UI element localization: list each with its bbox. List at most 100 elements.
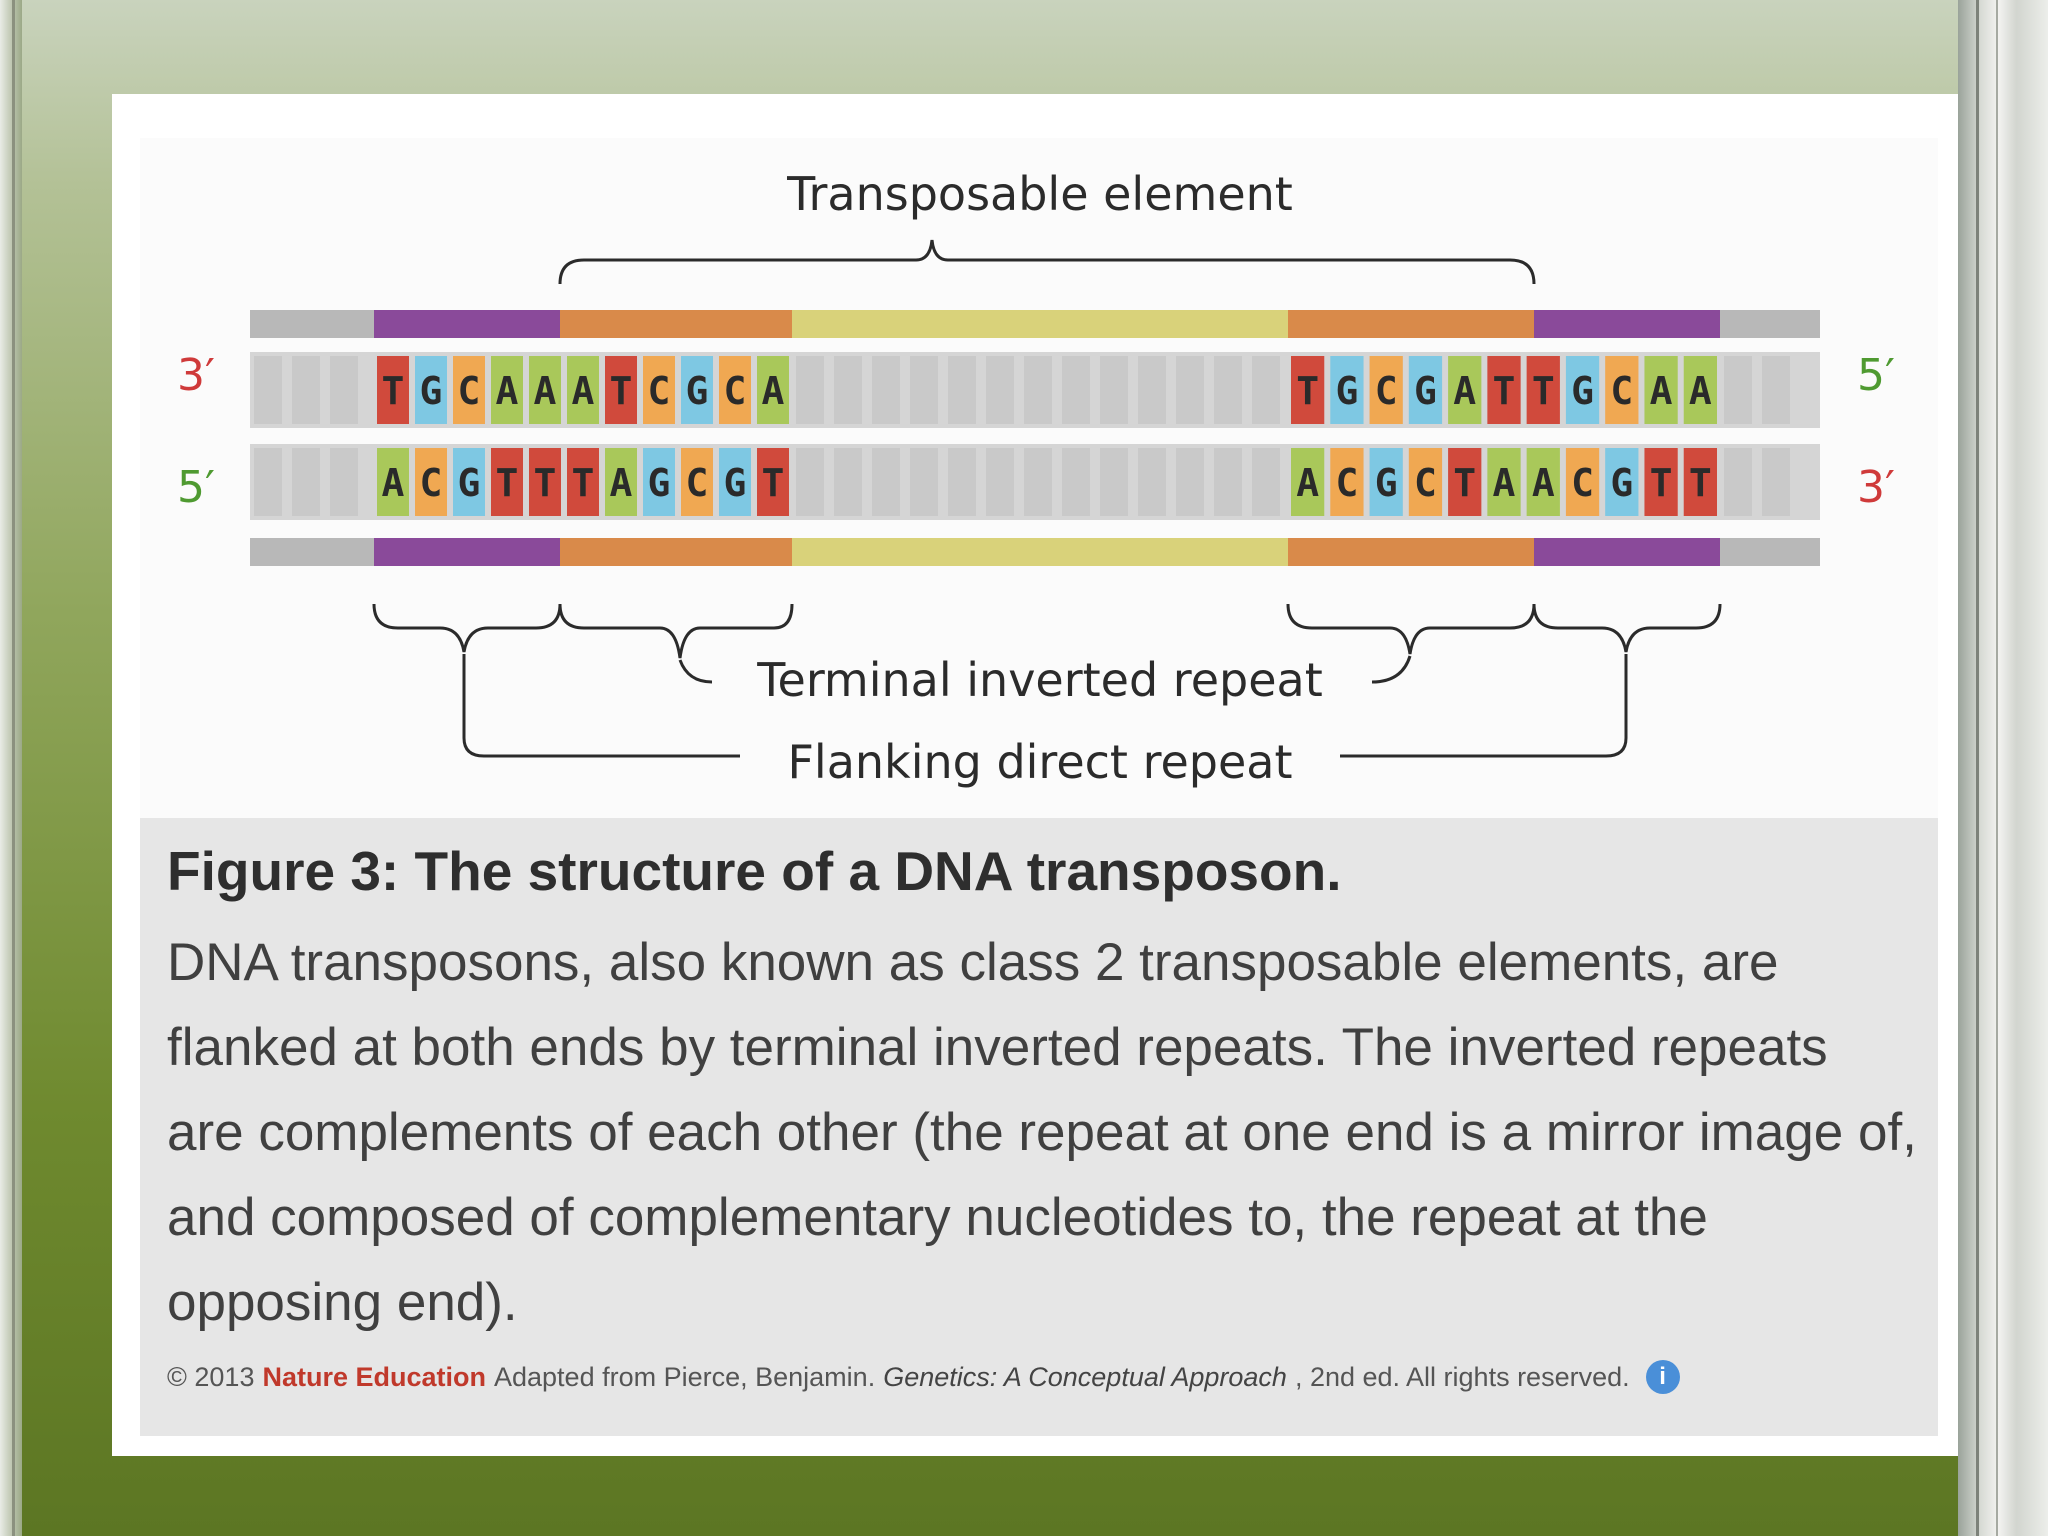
rung-bottom xyxy=(1138,448,1166,516)
tir-right-backbone-bottom xyxy=(1288,538,1534,566)
base-T xyxy=(1291,356,1325,424)
credit-brand[interactable]: Nature Education xyxy=(262,1361,486,1392)
base-letter: C xyxy=(1375,369,1398,413)
base-T xyxy=(1487,356,1521,424)
rung-top xyxy=(330,356,358,424)
base-G xyxy=(1330,356,1364,424)
base-G xyxy=(415,356,447,424)
base-G xyxy=(643,448,675,516)
left-fdr-brace xyxy=(372,603,562,653)
left-tir-pointer xyxy=(678,659,713,684)
base-G xyxy=(453,448,485,516)
right-tir-pointer xyxy=(1371,655,1412,684)
rung-bottom xyxy=(1762,448,1790,516)
base-T xyxy=(1526,356,1560,424)
left-top-end-label: 3′ xyxy=(177,350,215,401)
base-letter: T xyxy=(1453,461,1476,505)
base-letter: G xyxy=(1335,369,1358,413)
base-letter: T xyxy=(1493,369,1516,413)
right-bottom-end-label: 3′ xyxy=(1857,462,1895,513)
credit-rest: , 2nd ed. All rights reserved. xyxy=(1294,1361,1630,1392)
base-A xyxy=(377,448,409,516)
rung-top xyxy=(1724,356,1752,424)
base-letter: G xyxy=(420,369,443,413)
flank-left-backbone-bottom xyxy=(374,538,560,566)
base-C xyxy=(1565,448,1600,516)
base-letter: C xyxy=(420,461,443,505)
rung-top xyxy=(948,356,976,424)
base-letter: G xyxy=(1610,461,1633,505)
flank-right-backbone-top xyxy=(1534,310,1720,338)
base-letter: C xyxy=(458,369,481,413)
caption-title: Figure 3: The structure of a DNA transpo… xyxy=(167,840,1342,902)
rung-top xyxy=(834,356,862,424)
rung-bottom xyxy=(796,448,824,516)
right-top-end-label: 5′ xyxy=(1857,350,1895,401)
right-fdr-brace xyxy=(1532,603,1722,653)
rung-bottom xyxy=(1024,448,1052,516)
left-fdr-connector xyxy=(462,654,740,758)
rung-bottom xyxy=(910,448,938,516)
base-letter: A xyxy=(1650,369,1673,413)
base-T xyxy=(1644,448,1678,516)
base-letter: G xyxy=(458,461,481,505)
tir-right-backbone-top xyxy=(1288,310,1534,338)
credit-book: Genetics: A Conceptual Approach xyxy=(883,1361,1287,1392)
base-letter: T xyxy=(572,461,595,505)
base-T xyxy=(567,448,599,516)
base-letter: A xyxy=(610,461,633,505)
rung-top xyxy=(1762,356,1790,424)
rung-bottom xyxy=(330,448,358,516)
credit-copyright: © 2013 xyxy=(167,1361,255,1392)
base-letter: A xyxy=(762,369,785,413)
tir-left-backbone-bottom xyxy=(560,538,792,566)
base-C xyxy=(681,448,713,516)
info-icon[interactable]: i xyxy=(1645,1360,1680,1394)
base-letter: T xyxy=(1532,369,1555,413)
rung-top xyxy=(1100,356,1128,424)
base-letter: T xyxy=(382,369,405,413)
rung-top xyxy=(254,356,282,424)
rung-top xyxy=(1252,356,1280,424)
terminal-inverted-repeat-label: Terminal inverted repeat xyxy=(756,653,1322,707)
rung-bottom xyxy=(948,448,976,516)
base-A xyxy=(529,356,561,424)
tir-left-backbone-top xyxy=(560,310,792,338)
base-letter: A xyxy=(1493,461,1516,505)
base-C xyxy=(1408,448,1443,516)
rung-top xyxy=(292,356,320,424)
rung-bottom xyxy=(986,448,1014,516)
rung-top xyxy=(1214,356,1242,424)
base-T xyxy=(529,448,561,516)
base-letter: G xyxy=(724,461,747,505)
left-bottom-end-label: 5′ xyxy=(177,462,215,513)
transposable-element-brace xyxy=(558,239,1536,285)
right-fdr-connector xyxy=(1340,654,1628,758)
base-letter: T xyxy=(1689,461,1712,505)
base-C xyxy=(1369,356,1403,424)
base-C xyxy=(415,448,447,516)
flank-right-backbone-bottom xyxy=(1534,538,1720,566)
base-letter: C xyxy=(1414,461,1437,505)
credit-line: © 2013 Nature Education Adapted from Pie… xyxy=(167,1360,1927,1394)
base-letter: A xyxy=(496,369,519,413)
frame-right-edge xyxy=(1958,0,2048,1536)
rung-bottom xyxy=(1214,448,1242,516)
base-letter: T xyxy=(534,461,557,505)
base-A xyxy=(1644,356,1678,424)
base-letter: A xyxy=(382,461,405,505)
dna-rungs xyxy=(254,356,1790,516)
flanking-direct-repeat-label: Flanking direct repeat xyxy=(787,735,1292,789)
base-letter: T xyxy=(610,369,633,413)
rung-top xyxy=(1062,356,1090,424)
base-letter: C xyxy=(1610,369,1633,413)
base-T xyxy=(605,356,637,424)
core-backbone-bottom xyxy=(792,538,1288,566)
base-G xyxy=(719,448,751,516)
base-A xyxy=(1291,448,1325,516)
base-T xyxy=(1683,448,1717,516)
base-letter: C xyxy=(1335,461,1358,505)
rung-top xyxy=(1024,356,1052,424)
base-C xyxy=(453,356,485,424)
